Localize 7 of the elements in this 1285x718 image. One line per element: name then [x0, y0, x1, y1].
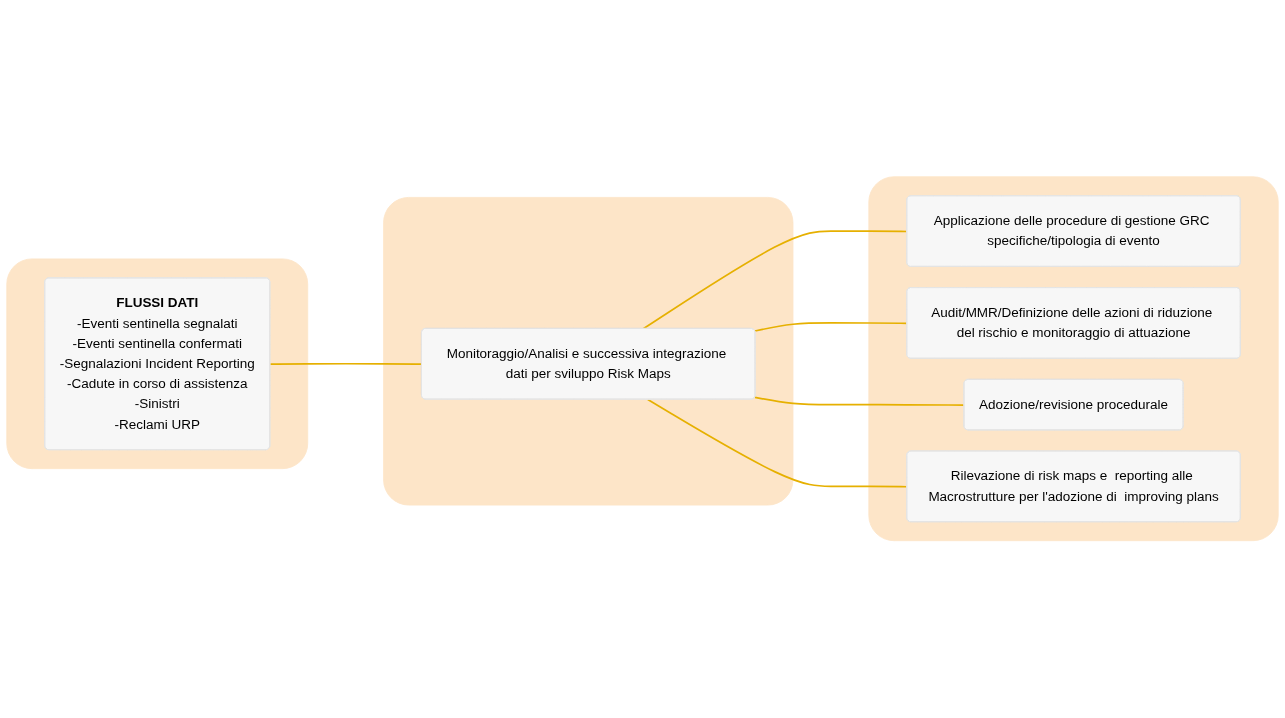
cluster — [6, 258, 309, 470]
connector — [646, 399, 908, 488]
connector — [269, 363, 423, 366]
connector — [754, 322, 908, 333]
cluster — [383, 197, 794, 506]
cluster — [868, 176, 1279, 542]
connector — [642, 230, 908, 330]
